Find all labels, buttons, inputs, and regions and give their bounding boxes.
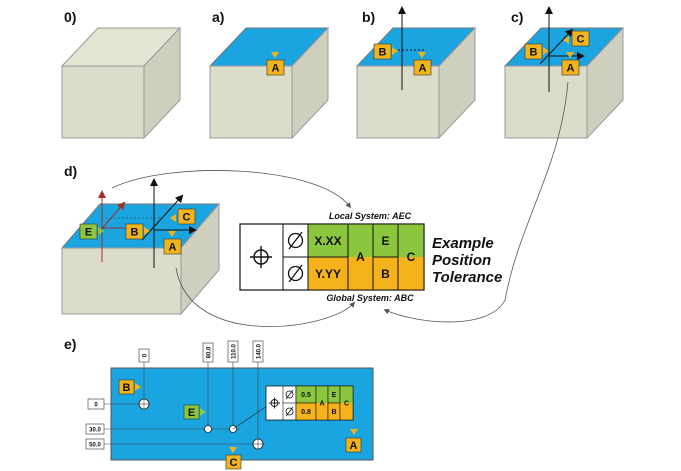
datum-b-panel-d: B (125, 223, 150, 240)
small-feature-control-frame: 0.5 0.8 A E B C (265, 385, 354, 421)
svg-text:A: A (567, 63, 575, 75)
datum-b-panel-e: B (118, 379, 141, 395)
svg-text:A: A (272, 63, 280, 75)
axes-d (93, 178, 197, 268)
datum-b-panel-b: B (373, 43, 398, 60)
datum-a-panel-b: A (413, 52, 432, 76)
fcf-ref-e: E (381, 234, 389, 248)
block-c (503, 26, 625, 140)
datum-e-panel-e: E (183, 404, 206, 420)
block-a (208, 26, 330, 140)
example-line-3: Tolerance (432, 269, 502, 286)
dim-left-50: 50.0 (85, 438, 105, 450)
position-symbol-icon (250, 246, 272, 268)
svg-text:B: B (379, 47, 387, 59)
svg-text:C: C (183, 212, 191, 224)
svg-text:E: E (188, 407, 195, 419)
svg-text:B: B (131, 227, 139, 239)
datum-c-panel-d: C (170, 208, 196, 225)
small-position-symbol-icon (269, 397, 280, 409)
svg-text:A: A (169, 242, 177, 254)
datum-c-panel-e: C (225, 447, 242, 470)
axes-b (392, 6, 424, 90)
datum-a-panel-c: A (561, 52, 580, 76)
datum-a-panel-a: A (266, 52, 285, 76)
panel-label-c: c) (511, 9, 523, 25)
datum-a-panel-e: A (345, 429, 362, 453)
panel-label-e: e) (64, 336, 76, 352)
datum-b-panel-c: B (524, 43, 549, 60)
svg-text:50.0: 50.0 (89, 443, 101, 449)
small-tolerance-bottom: 0.8 (301, 409, 311, 416)
svg-text:110.0: 110.0 (232, 343, 238, 358)
axes-c (539, 6, 585, 92)
datum-e-panel-d: E (79, 223, 104, 240)
svg-text:B: B (331, 409, 336, 416)
svg-text:C: C (577, 34, 585, 46)
svg-text:30.0: 30.0 (89, 428, 101, 434)
block-d (60, 202, 221, 316)
small-diameter-icon-top (285, 389, 294, 400)
svg-text:A: A (319, 401, 324, 408)
svg-text:B: B (123, 382, 131, 394)
svg-text:B: B (530, 47, 538, 59)
svg-text:E: E (85, 227, 92, 239)
dim-top-110: 110.0 (227, 340, 239, 363)
dim-left-30: 30.0 (85, 423, 105, 435)
fcf-ref-c: C (407, 250, 416, 264)
svg-text:C: C (230, 457, 238, 469)
svg-text:0: 0 (143, 353, 149, 357)
block-0 (60, 26, 182, 140)
svg-text:A: A (350, 440, 358, 452)
tolerance-bottom: Y.YY (315, 267, 341, 281)
drawing-e (104, 362, 374, 461)
fcf-ref-b: B (381, 267, 390, 281)
svg-text:80.0: 80.0 (207, 346, 213, 358)
dim-top-80: 80.0 (202, 342, 214, 363)
svg-text:140.0: 140.0 (257, 343, 263, 359)
fcf-global-caption: Global System: ABC (326, 293, 414, 303)
dim-left-0: 0 (87, 398, 105, 410)
fcf-ref-a: A (356, 250, 365, 264)
small-tolerance-top: 0.5 (301, 392, 311, 399)
panel-label-d: d) (64, 163, 77, 179)
example-line-2: Position (432, 252, 491, 269)
example-line-1: Example (432, 235, 494, 252)
datum-c-panel-c: C (563, 30, 590, 47)
svg-text:E: E (332, 392, 337, 399)
svg-text:A: A (419, 63, 427, 75)
panel-label-b: b) (362, 9, 375, 25)
small-diameter-icon-bottom (285, 406, 294, 417)
connector-arrows (111, 81, 569, 327)
svg-text:0: 0 (94, 403, 98, 409)
diameter-icon-top (287, 231, 304, 250)
dim-top-140: 140.0 (252, 340, 264, 363)
diameter-icon-bottom (287, 264, 304, 283)
svg-text:C: C (344, 401, 349, 408)
feature-control-frame: X.XX Y.YY A E B C (239, 223, 425, 291)
panel-label-a: a) (212, 9, 224, 25)
tolerance-top: X.XX (314, 234, 341, 248)
fcf-local-caption: Local System: AEC (329, 211, 412, 221)
dim-top-0: 0 (138, 348, 150, 363)
datum-a-panel-d: A (163, 231, 182, 255)
panel-label-0: 0) (64, 9, 76, 25)
